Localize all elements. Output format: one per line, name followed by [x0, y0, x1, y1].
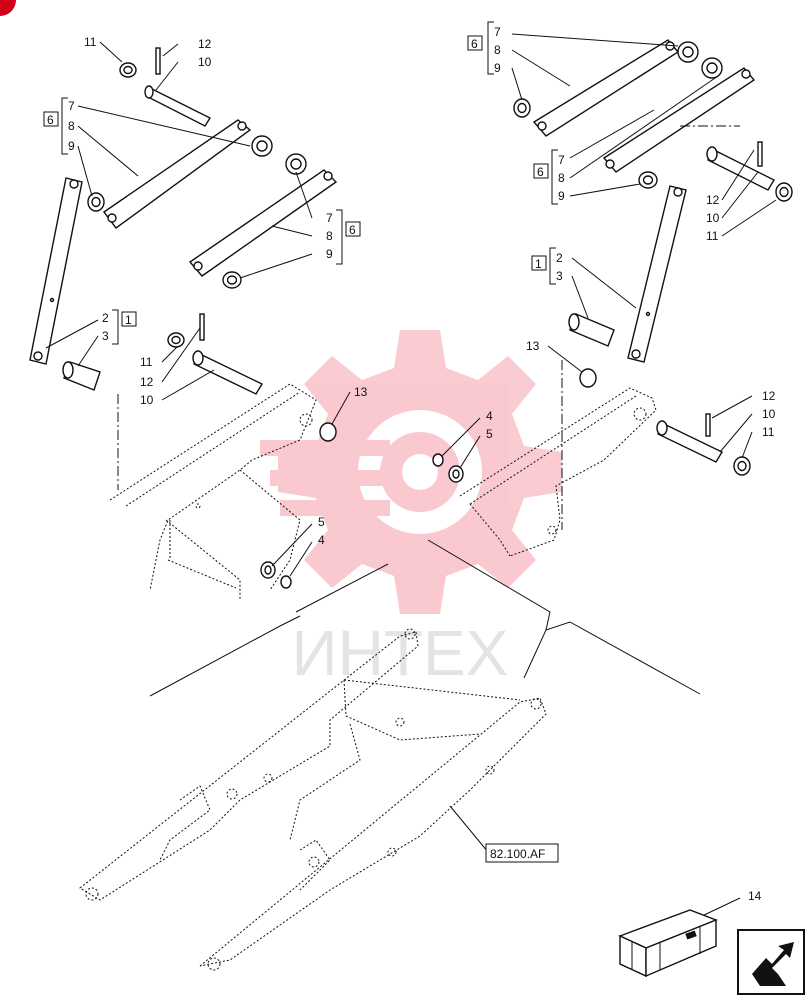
callout-6: 6 [349, 223, 356, 237]
watermark: ИНТЕХ [260, 330, 562, 689]
callout-3: 3 [102, 329, 109, 343]
callout-8: 8 [494, 43, 501, 57]
kit-box-6 [533, 163, 549, 179]
kit-box-6 [345, 221, 361, 237]
callout-7: 7 [68, 99, 75, 113]
link-arm-right-vertical [627, 185, 687, 363]
washer-11-left-top [119, 62, 137, 78]
callout-9: 9 [326, 247, 333, 261]
washer-11-right-bottom [733, 456, 751, 476]
pin-10-right-top [706, 146, 775, 191]
left-frame-detail [109, 383, 464, 600]
washer-13-right [579, 368, 597, 388]
washer-11-right-top [775, 182, 793, 202]
callout-11: 11 [140, 355, 153, 369]
callout-2: 2 [556, 251, 563, 265]
washer-9-right-b [638, 171, 658, 189]
callout-1: 1 [535, 257, 542, 271]
sleeve-3-right [568, 313, 615, 347]
kit-box-6 [43, 111, 59, 127]
bushing-7-left-b [285, 153, 307, 175]
callout-8: 8 [558, 171, 565, 185]
bolt-12-right-top [757, 141, 763, 167]
sleeve-3-left [62, 361, 101, 391]
callout-11: 11 [762, 425, 775, 439]
callout-9: 9 [494, 61, 501, 75]
brand-corner-icon [0, 0, 16, 16]
callout-8: 8 [68, 119, 75, 133]
left-linkage-group [29, 47, 338, 490]
pin-10-left-top [144, 85, 212, 127]
bolt-12-right-bottom [705, 413, 711, 437]
callout-7: 7 [326, 211, 333, 225]
callout-14: 14 [748, 889, 762, 903]
callout-12: 12 [706, 193, 720, 207]
washer-13-left [319, 422, 337, 442]
callout-10: 10 [706, 211, 720, 225]
callout-4: 4 [486, 409, 493, 423]
callout-9: 9 [558, 189, 565, 203]
circlip-4-center [432, 453, 444, 467]
callout-3: 3 [556, 269, 563, 283]
callout-12: 12 [140, 375, 154, 389]
bushing-7-right-b [701, 57, 723, 79]
washer-5-left [260, 561, 276, 579]
callout-2: 2 [102, 311, 109, 325]
callout-7: 7 [494, 25, 501, 39]
callout-1: 1 [125, 313, 132, 327]
watermark-text: ИНТЕХ [292, 617, 509, 689]
callout-11: 11 [706, 229, 719, 243]
kit-box-6 [467, 35, 483, 51]
callout-6: 6 [471, 37, 478, 51]
link-bar-left-upper [103, 119, 252, 229]
washer-9-right-a [513, 98, 531, 118]
washer-9-left-a [87, 192, 105, 212]
gear-logo-icon [260, 330, 562, 614]
callout-10: 10 [762, 407, 776, 421]
pin-10-right-bottom [656, 420, 723, 463]
callout-7: 7 [558, 153, 565, 167]
crate-kit-icon [618, 909, 718, 978]
callout-5: 5 [318, 515, 325, 529]
callout-4: 4 [318, 533, 325, 547]
callout-10: 10 [140, 393, 154, 407]
callout-11: 11 [84, 35, 97, 49]
callout-leaders [45, 33, 777, 917]
link-arm-left-vertical [29, 177, 83, 365]
washer-5-center [448, 465, 464, 483]
callout-10: 10 [198, 55, 212, 69]
link-bar-right-upper [532, 39, 680, 137]
arrow-next-page-icon[interactable] [737, 929, 805, 995]
callout-6: 6 [47, 113, 54, 127]
callout-12: 12 [198, 37, 212, 51]
bolt-12-left-top [155, 47, 161, 75]
callout-13: 13 [526, 339, 540, 353]
callout-13: 13 [354, 385, 368, 399]
reference-label[interactable]: 82.100.AF [490, 847, 545, 861]
link-bar-left-lower [188, 169, 338, 277]
callout-labels: 11 12 10 6 7 8 9 7 8 9 6 2 3 1 11 12 10 … [43, 21, 776, 903]
callout-8: 8 [326, 229, 333, 243]
link-bar-right-lower [602, 67, 756, 173]
callout-9: 9 [68, 139, 75, 153]
kit-box-1 [531, 255, 547, 271]
callout-12: 12 [762, 389, 776, 403]
washer-11-left-mid [167, 332, 185, 348]
washer-9-left-b [222, 271, 242, 289]
bolt-12-left-mid [199, 313, 205, 341]
kit-box-1 [121, 311, 137, 327]
circlip-4-left [280, 575, 292, 589]
loader-frame-assembly [79, 539, 701, 971]
reference-box[interactable] [485, 843, 559, 863]
callout-5: 5 [486, 427, 493, 441]
pin-10-left-mid [192, 350, 263, 395]
bushing-7-left-a [251, 135, 273, 157]
callout-6: 6 [537, 165, 544, 179]
bushing-7-right-a [677, 41, 699, 63]
